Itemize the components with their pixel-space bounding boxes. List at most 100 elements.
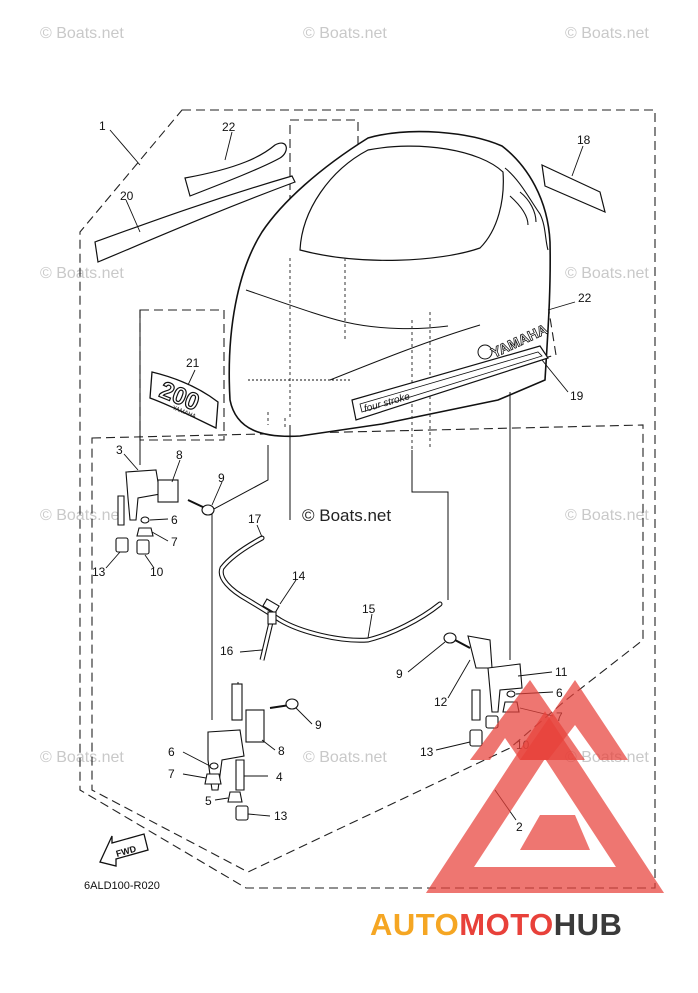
callout-17: 17 <box>248 512 262 526</box>
callout-leaders <box>105 129 584 821</box>
cowling-crease <box>245 289 449 330</box>
tee-body <box>262 598 280 614</box>
leader <box>151 531 169 542</box>
nipple-5 <box>227 791 243 803</box>
grommet-10 <box>136 539 150 555</box>
clamp-8b <box>245 709 265 743</box>
decal-18 <box>541 163 606 214</box>
callout-22: 22 <box>222 120 236 134</box>
bolt-9-head <box>201 504 215 516</box>
callout-21: 21 <box>186 356 200 370</box>
hose-16-inner <box>260 617 274 661</box>
callout-2: 2 <box>516 820 523 834</box>
callout-7: 7 <box>168 767 175 781</box>
decal-20 <box>94 175 296 263</box>
leader <box>407 641 446 673</box>
leader <box>171 459 181 483</box>
callout-20: 20 <box>120 189 134 203</box>
cowling-mid-line <box>329 324 481 381</box>
leader <box>144 554 155 569</box>
decal-21-badge: 200 YAMAHA <box>149 371 219 429</box>
leader <box>247 813 271 817</box>
pipe-4 <box>235 759 245 791</box>
watermark-layer: © Boats.net © Boats.net © Boats.net © Bo… <box>40 25 649 766</box>
leader <box>279 579 297 605</box>
bolt-9c-shank <box>454 639 471 649</box>
callout-9: 9 <box>396 667 403 681</box>
cowling-shell <box>228 130 551 438</box>
yamaha-emblem-icon <box>477 344 493 360</box>
leader-lines <box>139 310 511 720</box>
drawing-code: 6ALD100-R020 <box>84 880 160 892</box>
leader <box>411 450 449 600</box>
leader <box>239 649 263 653</box>
hose-15-17-inner <box>219 536 442 642</box>
logo-wordmark: AUTOMOTOHUB <box>370 907 622 942</box>
cowling-vent-slot <box>509 191 537 226</box>
leader <box>182 751 211 767</box>
callout-1: 1 <box>99 119 106 133</box>
leader <box>541 359 569 393</box>
callout-15: 15 <box>362 602 376 616</box>
leader <box>295 707 313 725</box>
watermark: © Boats.net <box>303 749 387 766</box>
callout-8: 8 <box>176 448 183 462</box>
callout-13: 13 <box>420 745 434 759</box>
tee-joint-14 <box>262 598 280 625</box>
fwd-arrow-icon <box>99 833 149 867</box>
spacer-13b <box>235 805 249 821</box>
callout-5: 5 <box>205 794 212 808</box>
bottom-center-bracket-group <box>204 683 299 821</box>
callout-9: 9 <box>218 471 225 485</box>
watermark: © Boats.net <box>303 25 387 42</box>
leader <box>149 518 169 521</box>
washer-6b <box>209 762 219 770</box>
leader <box>211 481 223 506</box>
leader <box>123 453 139 471</box>
watermark: © Boats.net <box>565 25 649 42</box>
callout-10: 10 <box>150 565 164 579</box>
callout-13: 13 <box>274 809 288 823</box>
callout-7: 7 <box>171 535 178 549</box>
leader <box>547 301 576 311</box>
pipe-connector <box>117 495 125 526</box>
cowling-side-edge <box>504 167 549 251</box>
callout-4: 4 <box>276 770 283 784</box>
watermark: © Boats.net <box>565 265 649 282</box>
bolt-9c-head <box>443 632 457 644</box>
fwd-direction-arrow: FWD <box>99 833 149 867</box>
nut-7b <box>204 773 222 785</box>
leader <box>261 739 276 751</box>
callout-22: 22 <box>578 291 592 305</box>
leader <box>447 659 471 699</box>
callout-13: 13 <box>92 565 106 579</box>
watermark: © Boats.net <box>40 265 124 282</box>
callout-11: 11 <box>555 665 568 679</box>
watermark: © Boats.net <box>40 507 124 524</box>
hidden-line <box>267 412 286 430</box>
watermark: © Boats.net <box>40 749 124 766</box>
top-cowling <box>228 130 551 438</box>
stripe-outer <box>351 345 549 421</box>
clamp-12 <box>467 635 493 669</box>
hose-assembly <box>218 535 443 661</box>
logo-triangle-inner <box>520 815 590 850</box>
watermark: © Boats.net <box>40 25 124 42</box>
callout-3: 3 <box>116 443 123 457</box>
clamp-8 <box>157 479 179 503</box>
leader <box>125 199 141 233</box>
stripe-inner <box>359 351 543 413</box>
grommet-10b <box>485 715 499 729</box>
spacer-13 <box>115 537 129 553</box>
leader <box>571 145 584 177</box>
outline-cowling-assembly <box>79 109 656 889</box>
leader <box>211 445 269 720</box>
callout-labels: 1 22 18 20 22 21 19 3 8 9 6 7 13 10 17 1… <box>92 119 592 834</box>
left-bracket-group <box>115 469 215 555</box>
leader <box>517 671 553 677</box>
bolt-9-shank <box>187 499 206 509</box>
leader <box>435 741 471 751</box>
tee-branch <box>267 611 277 625</box>
leader <box>256 524 263 538</box>
